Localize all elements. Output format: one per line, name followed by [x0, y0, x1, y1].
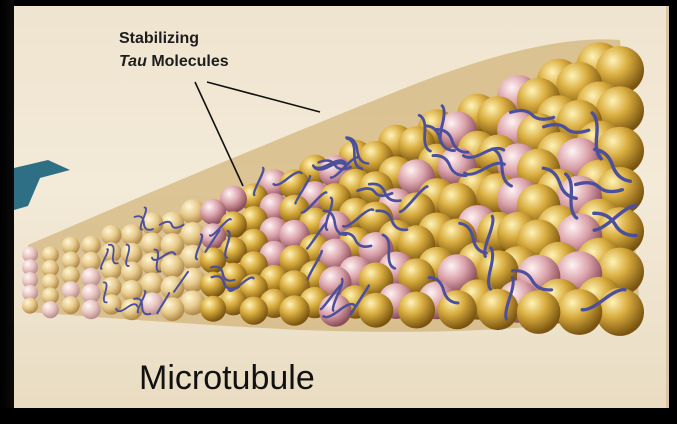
label-tau-molecules: Tau Molecules: [119, 53, 229, 70]
gold-tubulin-subunit: [121, 243, 143, 265]
gold-tubulin-subunit: [22, 298, 38, 314]
gold-tubulin-subunit: [161, 255, 185, 279]
pink-tubulin-subunit: [81, 300, 100, 319]
pointer-line-right: [207, 82, 320, 112]
gold-tubulin-subunit: [477, 289, 518, 330]
gold-tubulin-subunit: [240, 297, 268, 325]
gold-tubulin-subunit: [556, 289, 602, 335]
gold-tubulin-subunit: [279, 295, 309, 325]
gold-tubulin-subunit: [161, 233, 185, 257]
gold-tubulin-subunit: [101, 225, 121, 245]
gold-tubulin-subunit: [161, 276, 185, 300]
gold-tubulin-subunit: [359, 293, 394, 328]
label-stabilizing: Stabilizing: [119, 30, 199, 47]
gold-tubulin-subunit: [200, 296, 226, 322]
gold-tubulin-subunit: [62, 296, 80, 314]
gold-tubulin-subunit: [121, 224, 143, 246]
gold-tubulin-subunit: [141, 232, 164, 255]
gold-tubulin-subunit: [438, 290, 477, 329]
gold-tubulin-subunit: [596, 288, 644, 336]
pink-tubulin-subunit: [42, 301, 59, 318]
blue-arrow-shape: [14, 160, 70, 210]
gold-tubulin-subunit: [398, 292, 435, 329]
gold-tubulin-subunit: [121, 261, 143, 283]
gold-tubulin-subunit: [517, 290, 561, 334]
tubulin-subunits: [22, 42, 644, 336]
label-microtubule: Microtubule: [139, 359, 315, 397]
